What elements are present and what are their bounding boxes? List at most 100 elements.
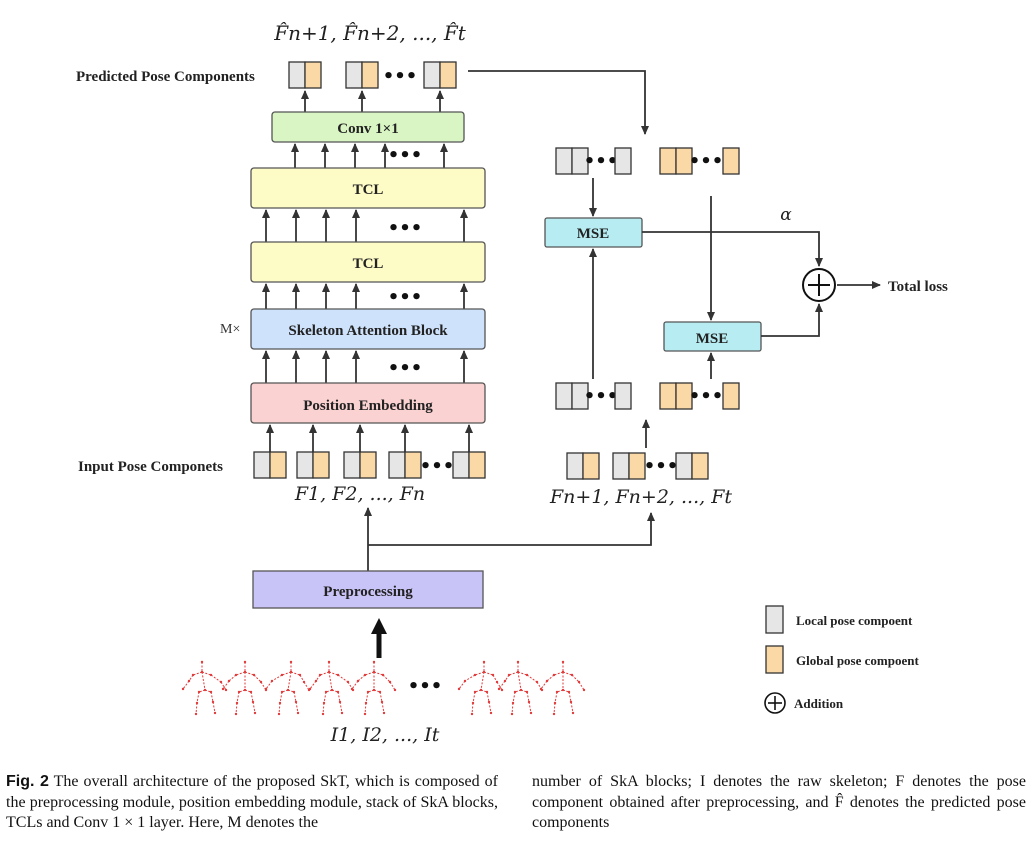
skeleton-joint <box>330 688 334 692</box>
skeleton-attention-block <box>250 308 486 350</box>
pred-local-group: ••• <box>555 147 632 175</box>
skeleton-joint <box>525 673 529 677</box>
loss-arrows <box>589 178 881 379</box>
skeleton-joint <box>527 700 531 704</box>
skeleton-joint <box>209 673 213 677</box>
legend-global-label: Global pose compoent <box>796 653 919 668</box>
skeleton-bone <box>253 674 262 683</box>
tcl-label-top: TCL <box>353 182 384 198</box>
local-component <box>423 61 441 89</box>
skeleton-joint <box>187 679 191 683</box>
skeleton-bone <box>328 671 339 676</box>
skeleton-joint <box>234 712 238 716</box>
skeleton-joint <box>372 688 376 692</box>
predicted-pair-1 <box>288 61 322 89</box>
skeleton-bone <box>319 671 330 676</box>
skeleton-bone <box>236 691 240 704</box>
skeleton-joint <box>235 701 239 705</box>
skeleton-joint <box>298 673 302 677</box>
skeleton-joint <box>289 660 293 664</box>
skeleton-joint <box>473 673 477 677</box>
skeleton-bone <box>293 691 297 703</box>
skeleton-bone <box>480 671 485 691</box>
skeleton-joint <box>286 688 290 692</box>
skeleton-joint <box>234 673 238 677</box>
skeleton-sequence <box>181 660 586 716</box>
skeleton-joint <box>340 711 344 715</box>
skeleton-bone <box>235 671 246 676</box>
skeleton-joint <box>482 670 486 674</box>
skeleton-bone <box>315 674 321 682</box>
skeleton-bone <box>364 671 375 676</box>
future-formula: Fn+1, Fn+2, ..., Ft <box>549 486 732 508</box>
skeleton-joint <box>321 712 325 716</box>
skeleton-joint <box>346 680 350 684</box>
skeleton-joint <box>529 711 533 715</box>
skeleton-figure <box>350 660 397 716</box>
skeleton-joint <box>561 670 565 674</box>
skeleton-bone <box>472 691 476 704</box>
skeleton-bone <box>381 701 385 714</box>
skeleton-joint <box>366 690 370 694</box>
legend-local-swatch <box>765 605 784 634</box>
global-component <box>659 147 677 175</box>
skeleton-bone <box>526 691 530 703</box>
skeleton-bone <box>328 671 333 691</box>
predicted-pair-2 <box>345 61 379 89</box>
skeleton-joint <box>571 711 575 715</box>
skeleton-joint <box>280 690 284 694</box>
caption-left: Fig. 2 The overall architecture of the p… <box>6 772 498 834</box>
global-component <box>722 382 740 410</box>
dots: ••• <box>689 151 724 172</box>
mse-label-local: MSE <box>577 226 610 242</box>
skeleton-joint <box>270 679 274 683</box>
local-component <box>566 452 584 480</box>
input-label: Input Pose Componets <box>78 459 223 475</box>
global-component <box>304 61 322 89</box>
skeleton-bone <box>290 671 301 676</box>
skeleton-joint <box>278 701 282 705</box>
local-component <box>571 147 589 175</box>
skeleton-joint <box>264 687 268 691</box>
input-formula: F1, F2, ..., Fn <box>294 483 425 505</box>
local-component <box>288 61 306 89</box>
skeleton-joint <box>363 673 367 677</box>
skeleton-bone <box>192 671 203 676</box>
global-component <box>691 452 709 480</box>
local-component <box>675 452 693 480</box>
skeleton-bone <box>210 691 214 703</box>
m-times-label: M× <box>220 322 240 337</box>
skeleton-bone <box>471 702 474 715</box>
skeleton-bone <box>195 702 198 715</box>
skeleton-bone <box>540 680 548 690</box>
skeleton-joint <box>322 701 326 705</box>
addition-icon <box>802 268 836 302</box>
skeleton-joint <box>495 680 499 684</box>
skeleton-joint <box>327 660 331 664</box>
skeleton-bone <box>323 691 327 704</box>
skeleton-joint <box>471 701 475 705</box>
skeleton-joint <box>181 687 185 691</box>
skeleton-bone <box>201 671 206 691</box>
skeleton-joint <box>195 701 199 705</box>
skeleton-joint <box>485 690 489 694</box>
local-component <box>253 451 271 479</box>
local-component <box>555 382 573 410</box>
dots: ••• <box>388 218 423 239</box>
dots: ••• <box>408 676 443 697</box>
skeleton-joint <box>570 673 574 677</box>
ska-output-arrows <box>262 283 468 309</box>
skeleton-joint <box>489 711 493 715</box>
future-pair-1 <box>566 452 600 480</box>
skeleton-bone <box>322 702 325 715</box>
skeleton-joint <box>507 673 511 677</box>
global-component <box>269 451 287 479</box>
global-component <box>468 451 486 479</box>
local-component <box>343 451 361 479</box>
skeleton-bone <box>474 671 485 676</box>
global-component <box>404 451 422 479</box>
architecture-diagram: F̂n+1, F̂n+2, ..., F̂t Predicted Pose Co… <box>76 21 948 746</box>
global-component <box>359 451 377 479</box>
total-loss-label: Total loss <box>888 279 948 295</box>
skeleton-bone <box>389 681 396 691</box>
